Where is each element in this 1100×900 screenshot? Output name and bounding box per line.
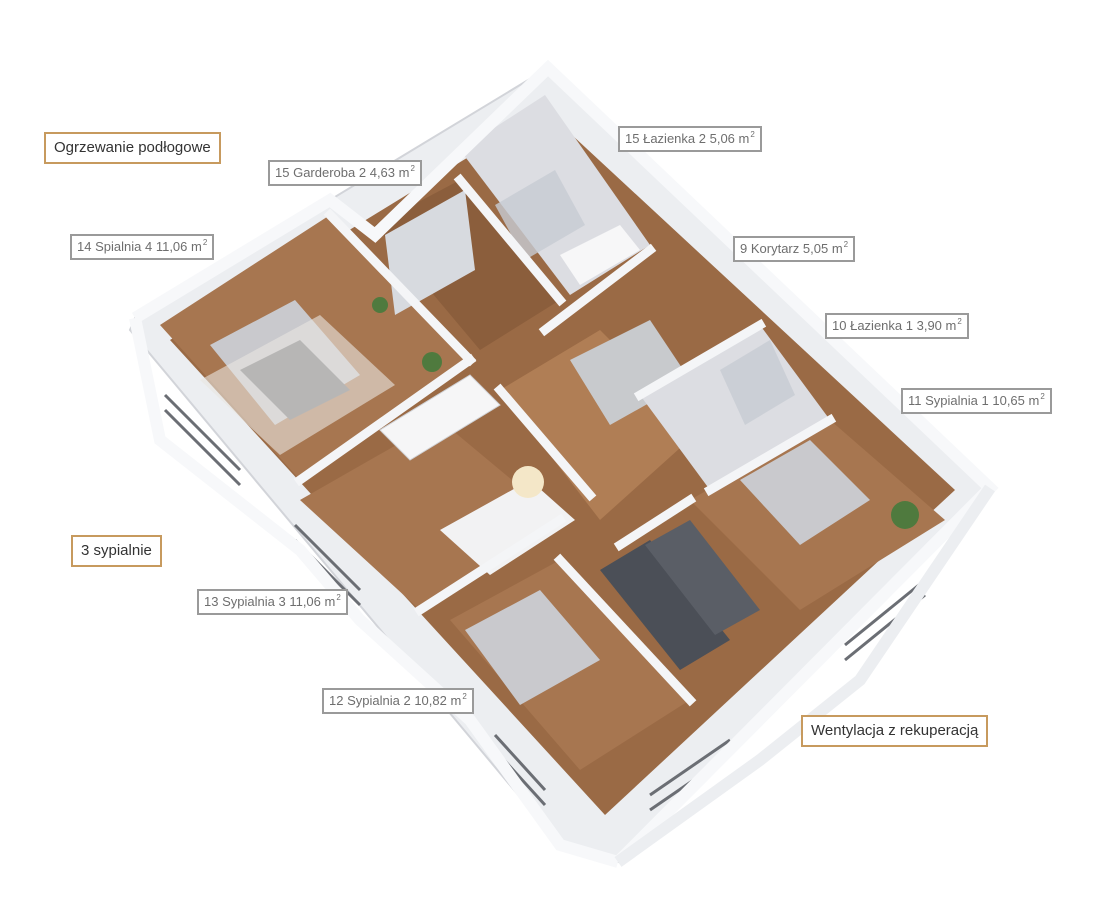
room-bathroom-1 — [640, 325, 830, 490]
stairs — [570, 320, 690, 425]
feature-ventilation: Wentylacja z rekuperacją — [801, 715, 989, 747]
room-label-bathroom-1: 10 Łazienka 1 3,90 m2 — [825, 313, 969, 339]
plant — [422, 352, 442, 372]
clothes-rack-2 — [645, 520, 760, 635]
balcony-railing-left — [163, 393, 362, 607]
room-label-bedroom-4: 14 Spialnia 4 11,06 m2 — [70, 234, 215, 260]
interior-walls — [293, 173, 837, 707]
corridor-floor — [500, 330, 700, 520]
room-label-bedroom-2: 12 Sypialnia 2 10,82 m2 — [322, 688, 474, 714]
plant — [891, 501, 919, 529]
room-label-corridor: 9 Korytarz 5,05 m2 — [733, 236, 856, 262]
bed — [465, 590, 600, 705]
room-label-bathroom-2: 15 Łazienka 2 5,06 m2 — [618, 126, 762, 152]
wardrobe-cabinet — [385, 190, 475, 315]
clothes-rack — [600, 540, 730, 670]
crib — [440, 480, 575, 575]
bathtub — [560, 225, 640, 285]
feature-floor-heating: Ogrzewanie podłogowe — [44, 132, 221, 164]
pendant-lamp — [512, 466, 544, 498]
plant — [372, 297, 388, 313]
closet — [379, 374, 501, 461]
shower-glass — [495, 170, 585, 260]
room-label-wardrobe-2: 15 Garderoba 2 4,63 m2 — [268, 160, 422, 186]
rug — [200, 315, 395, 455]
shower-glass-2 — [720, 340, 795, 425]
room-label-bedroom-1: 11 Sypialnia 1 10,65 m2 — [901, 388, 1052, 414]
outer-wall-edge — [131, 59, 999, 867]
feature-bedrooms: 3 sypialnie — [71, 535, 162, 567]
outer-wall-front — [129, 316, 620, 868]
bed — [740, 440, 870, 545]
room-label-bedroom-3: 13 Sypialnia 3 11,06 m2 — [197, 589, 348, 615]
room-bedroom-3 — [300, 420, 560, 610]
